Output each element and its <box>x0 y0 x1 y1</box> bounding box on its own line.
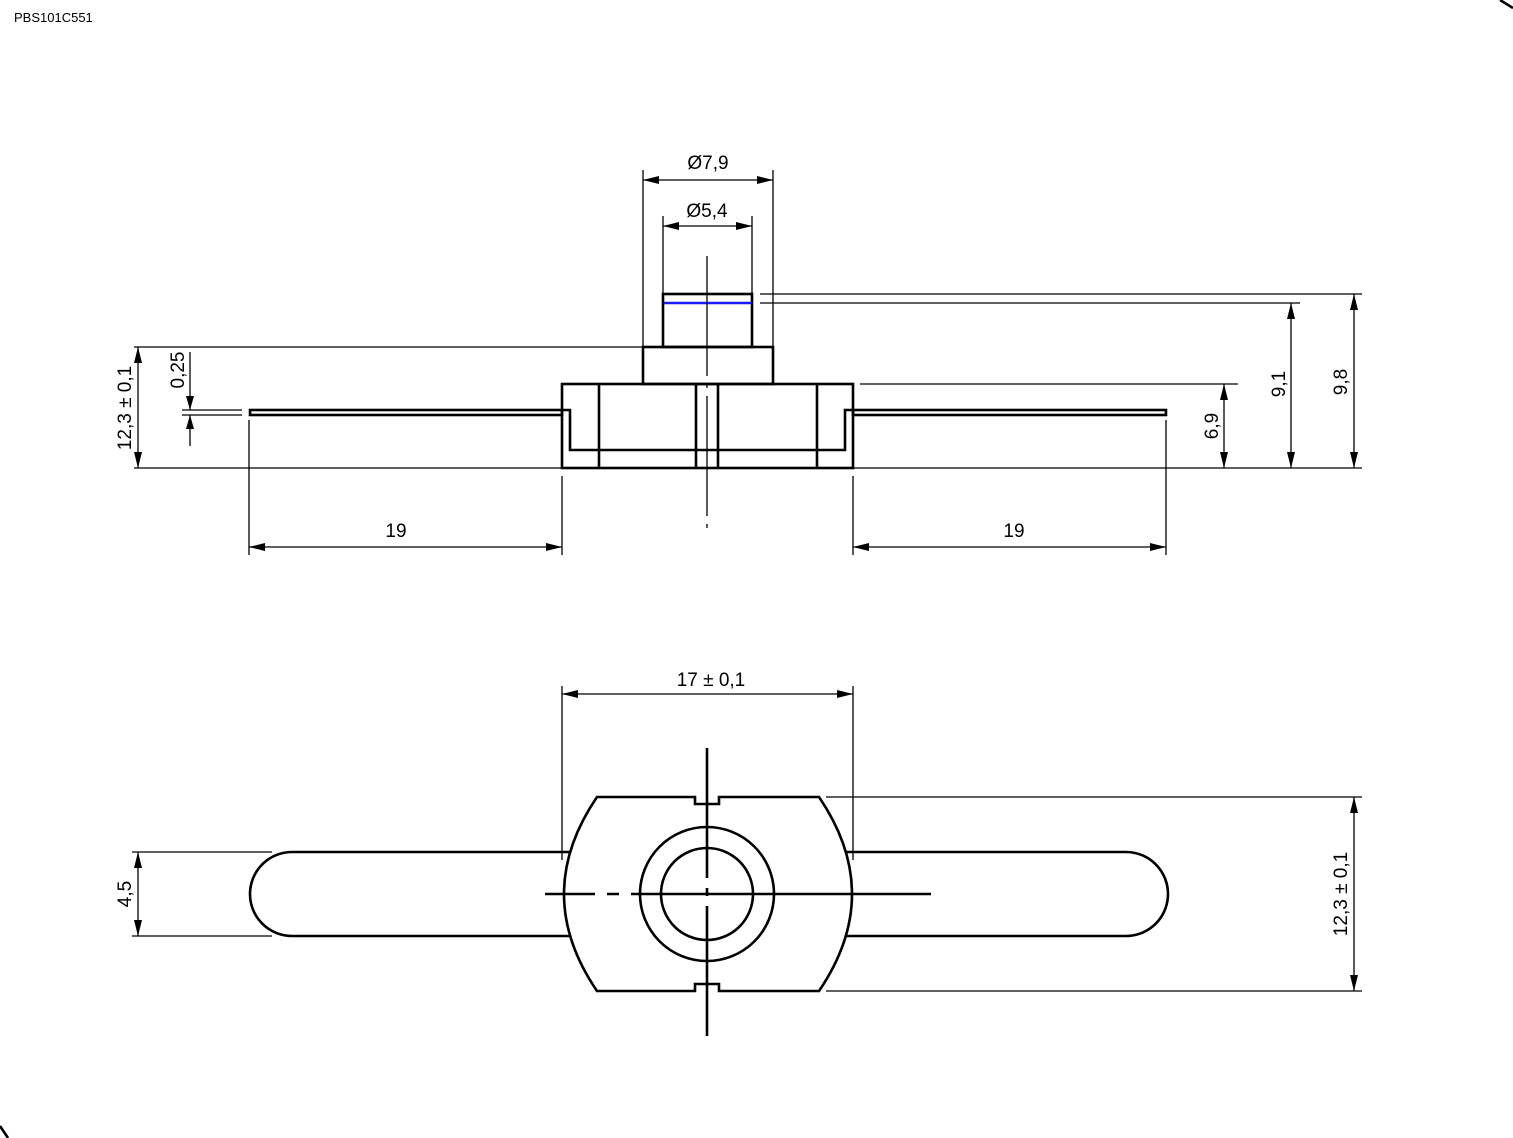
dim-width-top: 17 ± 0,1 <box>677 670 746 691</box>
dim-dia-outer: Ø7,9 <box>687 153 728 174</box>
dim-lead-left: 19 <box>385 521 406 542</box>
right-lead <box>851 408 1168 417</box>
dim-height-total: 12,3 ± 0,1 <box>115 366 136 450</box>
dim-dia-inner: Ø5,4 <box>686 201 728 222</box>
top-view: 17 ± 0,1 4,5 12,3 ± 0,1 <box>115 670 1362 1036</box>
dim-tab-thickness: 0,25 <box>168 352 189 389</box>
button-collar <box>641 345 775 386</box>
dim-height-button: 9,1 <box>1269 371 1290 397</box>
left-lead-top <box>248 850 570 938</box>
right-lead-top <box>845 850 1170 938</box>
left-lead <box>248 408 564 417</box>
dim-lead-right: 19 <box>1003 521 1024 542</box>
dim-lead-width: 4,5 <box>115 881 136 907</box>
page-corner-bottom-left <box>0 1125 10 1138</box>
page-corner-top-right <box>1499 0 1513 10</box>
body-outline-top <box>562 795 854 993</box>
side-view: Ø7,9 Ø5,4 12,3 ± 0,1 0,25 19 <box>115 153 1362 555</box>
dim-height-top: 12,3 ± 0,1 <box>1331 852 1352 936</box>
part-code-label: PBS101C551 <box>14 10 93 25</box>
dim-height-body: 6,9 <box>1202 413 1223 439</box>
dim-height-max: 9,8 <box>1331 369 1352 395</box>
